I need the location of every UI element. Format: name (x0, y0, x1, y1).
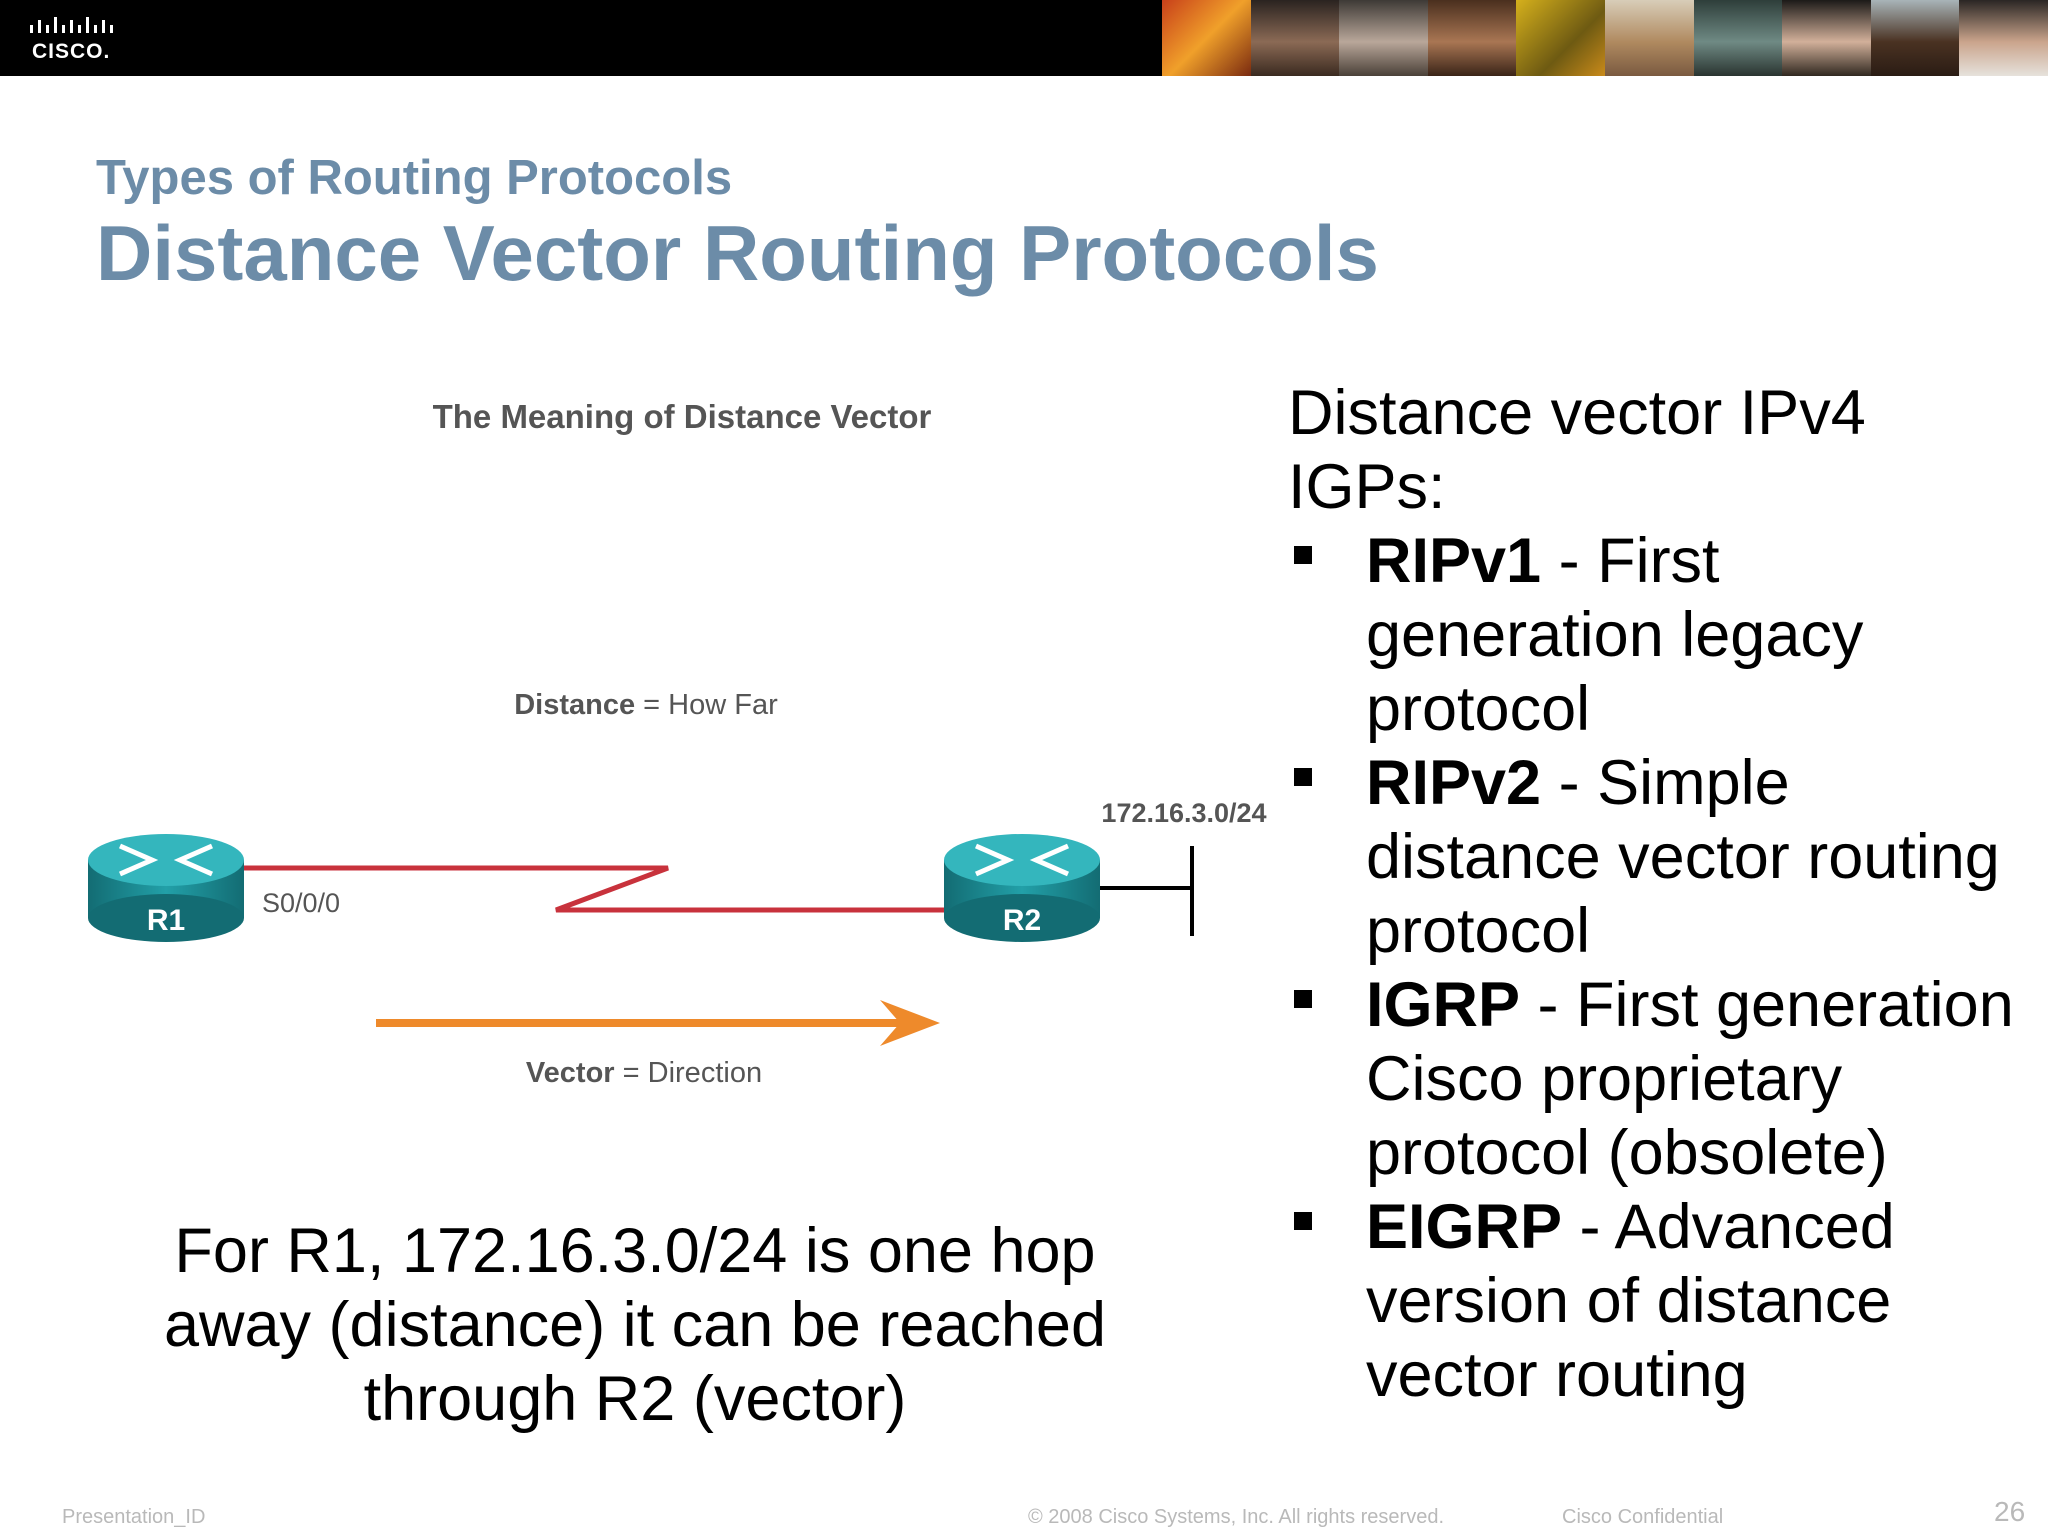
footer-confidential: Cisco Confidential (1562, 1506, 1724, 1528)
cisco-logo: CISCO. (26, 12, 126, 64)
protocol-name: RIPv2 (1366, 748, 1542, 818)
router-r2: R2 (944, 834, 1100, 942)
protocol-description: - Advanced version of distance vector ro… (1366, 1192, 1895, 1410)
distance-vector-diagram: The Meaning of Distance Vector Distance … (88, 398, 1267, 1089)
vector-arrow-head (880, 1000, 940, 1046)
footer-copyright: © 2008 Cisco Systems, Inc. All rights re… (1028, 1506, 1445, 1528)
list-item: EIGRP - Advanced version of distance vec… (1288, 1190, 2028, 1412)
protocol-name: EIGRP (1366, 1192, 1563, 1262)
vector-label: Vector = Direction (526, 1057, 762, 1089)
bullet-square-icon (1294, 546, 1312, 564)
list-item: RIPv2 - Simple distance vector routing p… (1288, 746, 2028, 968)
bullet-square-icon (1294, 990, 1312, 1008)
banner-photo (1339, 0, 1428, 76)
banner-photo (1516, 0, 1605, 76)
router-r2-label: R2 (1003, 904, 1041, 937)
slide-title: Distance Vector Routing Protocols (96, 209, 1379, 297)
router-arrows-icon (974, 843, 1070, 877)
router-r1-label: R1 (147, 904, 185, 937)
list-item: IGRP - First generation Cisco proprietar… (1288, 968, 2028, 1190)
protocol-list: RIPv1 - First generation legacy protocol… (1288, 524, 2028, 1412)
bullet-square-icon (1294, 1212, 1312, 1230)
router-r1: R1 (88, 834, 244, 942)
banner-photo-strip (1162, 0, 2048, 76)
router-arrows-icon (118, 843, 214, 877)
protocol-description: - Simple distance vector routing protoco… (1366, 748, 2000, 966)
cisco-bars-icon (30, 17, 113, 33)
banner-photo (1162, 0, 1251, 76)
protocol-description: - First generation legacy protocol (1366, 526, 1864, 744)
diagram-title: The Meaning of Distance Vector (433, 398, 932, 435)
list-intro: Distance vector IPv4 IGPs: (1288, 378, 1866, 522)
logo-text: CISCO. (32, 40, 111, 63)
banner-photo (1427, 0, 1517, 76)
slide-subtitle: Types of Routing Protocols (96, 151, 733, 205)
banner-photo (1250, 0, 1340, 76)
list-item: RIPv1 - First generation legacy protocol (1288, 524, 2028, 746)
network-label: 172.16.3.0/24 (1101, 798, 1266, 828)
serial-link (244, 865, 956, 913)
banner-photo (1782, 0, 1871, 76)
distance-label: Distance = How Far (514, 689, 778, 721)
top-banner: CISCO. (0, 0, 2048, 76)
protocol-name: RIPv1 (1366, 526, 1542, 596)
banner-photo (1604, 0, 1694, 76)
page-number: 26 (1994, 1496, 2026, 1527)
footer-presentation-id: Presentation_ID (62, 1506, 206, 1528)
banner-photo (1693, 0, 1783, 76)
protocol-description: - First generation Cisco proprietary pro… (1366, 970, 2014, 1188)
diagram-caption: For R1, 172.16.3.0/24 is one hop away (d… (163, 1216, 1107, 1434)
protocol-name: IGRP (1366, 970, 1521, 1040)
banner-photo (1959, 0, 2048, 76)
banner-photo (1870, 0, 1960, 76)
bullet-square-icon (1294, 768, 1312, 786)
interface-label: S0/0/0 (262, 888, 340, 918)
